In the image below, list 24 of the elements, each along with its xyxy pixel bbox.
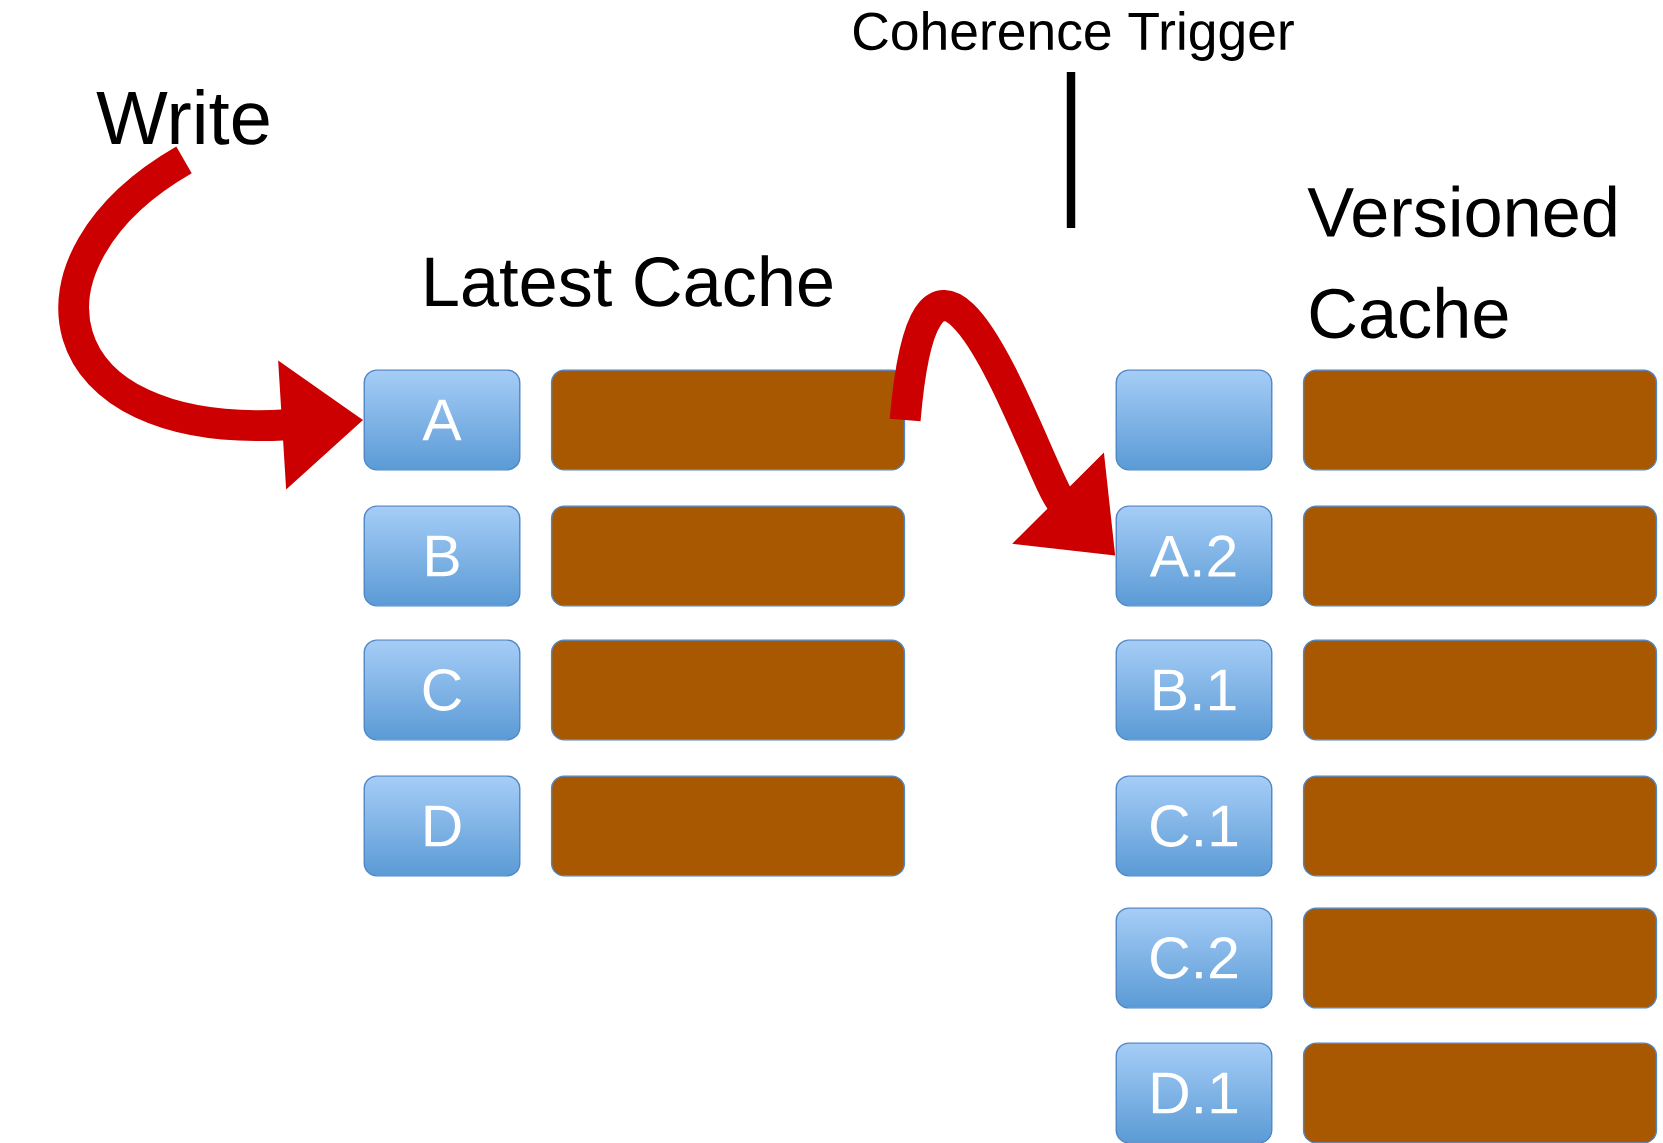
key-box: D.1 <box>1115 1042 1273 1143</box>
value-bar <box>1302 369 1658 471</box>
heading: Versioned Cache <box>1307 185 1616 339</box>
key-box <box>1115 369 1273 471</box>
value-bar <box>1302 1042 1658 1143</box>
value-bar <box>1302 505 1658 607</box>
value-bar <box>550 639 906 741</box>
value-bar <box>550 775 906 877</box>
value-bar <box>1302 639 1658 741</box>
value-bar <box>1302 907 1658 1009</box>
heading: Latest Cache <box>426 255 832 307</box>
value-bar <box>550 505 906 607</box>
key-box: B.1 <box>1115 639 1273 741</box>
text-label: Write <box>96 89 269 145</box>
key-box: C.1 <box>1115 775 1273 877</box>
key-box: B <box>363 505 521 607</box>
value-bar <box>1302 775 1658 877</box>
key-box: C.2 <box>1115 907 1273 1009</box>
key-box: C <box>363 639 521 741</box>
key-box: A <box>363 369 521 471</box>
value-bar <box>550 369 906 471</box>
edge-label: Coherence Trigger <box>853 11 1294 61</box>
key-box: D <box>363 775 521 877</box>
key-box: A.2 <box>1115 505 1273 607</box>
